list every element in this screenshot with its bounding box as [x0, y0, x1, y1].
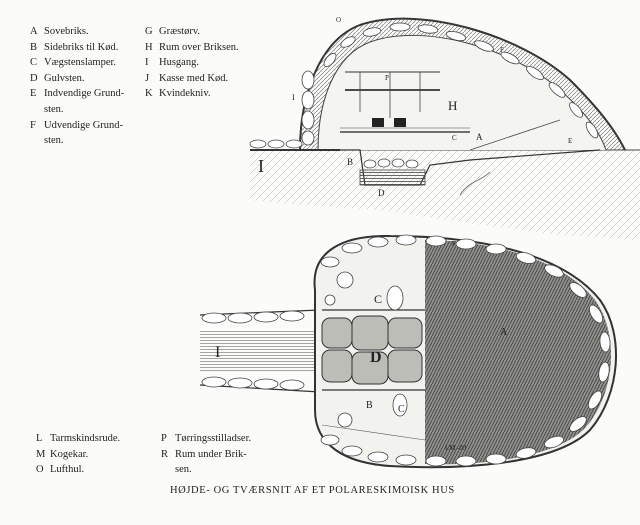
legend-text: Rum under Brik-	[175, 448, 247, 460]
legend-bottom-right: P Tørringsstilladser. R Rum under Brik-sen.	[161, 431, 341, 478]
label-passage-I-small: I	[292, 93, 295, 102]
legend-entry: sten.	[30, 133, 210, 149]
legend-key: C	[30, 57, 38, 69]
label-P: P	[385, 74, 389, 82]
legend-text: Indvendige Grund-	[44, 88, 125, 100]
elevation-section: I I A D B H F O P C E	[249, 16, 640, 240]
plan-label-C-top: C	[374, 292, 382, 306]
legend-key: D	[30, 72, 38, 84]
legend-bottom-left: L Tarmskindsrude. M Kogekar. O Lufthul.	[36, 431, 216, 478]
legend-text: Lufthul.	[50, 464, 85, 476]
legend-top-left: A Sovebriks. B Sidebriks til Kød. C Vægstensl…	[30, 24, 210, 149]
legend-entry: J Kasse med Kød.	[145, 71, 325, 87]
legend-entry: C Vægstenslamper.	[30, 55, 210, 71]
label-F: F	[500, 46, 504, 54]
legend-entry: D Gulvsten.	[30, 71, 210, 87]
legend-key: I	[145, 57, 149, 69]
legend-text: Kvindekniv.	[159, 88, 211, 100]
legend-text: sen.	[175, 464, 192, 476]
plan-section: I D C C B F A	[199, 234, 617, 469]
legend-key: J	[145, 72, 150, 84]
legend-entry: A Sovebriks.	[30, 24, 210, 40]
legend-text: Udvendige Grund-	[44, 119, 124, 131]
legend-text: sten.	[44, 135, 64, 147]
legend-text: Husgang.	[159, 57, 199, 69]
legend-entry: F Udvendige Grund-	[30, 118, 210, 134]
plan-label-F: F	[452, 240, 456, 248]
label-D: D	[378, 188, 385, 198]
legend-text: Sovebriks.	[44, 26, 89, 37]
legend-entry: E Indvendige Grund-	[30, 86, 210, 102]
legend-text: Kogekar.	[50, 448, 89, 460]
label-B: B	[347, 157, 353, 167]
label-C: C	[452, 134, 457, 142]
legend-text: sten.	[44, 103, 64, 115]
label-H: H	[448, 98, 457, 113]
legend-entry: R Rum under Brik-	[161, 447, 341, 463]
legend-entry: I Husgang.	[145, 55, 325, 71]
legend-text: Græstørv.	[159, 26, 201, 37]
legend-text: Rum over Briksen.	[159, 41, 239, 53]
legend-key: L	[36, 433, 43, 444]
legend-key: G	[145, 26, 153, 37]
legend-text: Sidebriks til Kød.	[44, 41, 119, 53]
label-E: E	[568, 137, 572, 145]
legend-text: Gulvsten.	[44, 72, 85, 84]
legend-top-right: G Græstørv. H Rum over Briksen. I Husgang. J Ka…	[145, 24, 325, 102]
legend-key: H	[145, 41, 153, 53]
plan-label-D: D	[370, 349, 382, 366]
legend-entry: sten.	[30, 102, 210, 118]
legend-entry: H Rum over Briksen.	[145, 40, 325, 56]
legend-key: P	[161, 433, 167, 444]
legend-entry: sen.	[161, 462, 341, 478]
plan-label-A: A	[500, 327, 508, 338]
legend-entry: O Lufthul.	[36, 462, 216, 478]
legend-entry: L Tarmskindsrude.	[36, 431, 216, 447]
legend-entry: P Tørringsstilladser.	[161, 431, 341, 447]
legend-text: Kasse med Kød.	[159, 72, 229, 84]
legend-entry: B Sidebriks til Kød.	[30, 40, 210, 56]
legend-key: A	[30, 26, 38, 37]
label-A: A	[476, 132, 483, 142]
plan-label-C-bottom: C	[398, 404, 405, 415]
legend-entry: K Kvindekniv.	[145, 86, 325, 102]
legend-key: R	[161, 448, 169, 460]
legend-entry: M Kogekar.	[36, 447, 216, 463]
legend-key: B	[30, 41, 38, 53]
legend-key: F	[30, 119, 36, 131]
plan-label-I: I	[215, 344, 220, 361]
plan-label-B: B	[366, 400, 373, 411]
legend-key: E	[30, 88, 37, 100]
figure-caption: HØJDE- OG TVÆRSNIT AF ET POLARESKIMOISK …	[170, 485, 455, 496]
legend-text: Tørringsstilladser.	[175, 433, 252, 444]
artist-signature: I.M.-03	[445, 444, 467, 452]
legend-key: K	[145, 88, 153, 100]
legend-entry: G Græstørv.	[145, 24, 325, 40]
legend-text: Vægstenslamper.	[44, 57, 117, 69]
label-O: O	[336, 16, 341, 24]
legend-key: O	[36, 464, 44, 476]
legend-key: M	[36, 448, 46, 460]
legend-text: Tarmskindsrude.	[50, 433, 121, 444]
label-passage-I: I	[258, 156, 264, 176]
